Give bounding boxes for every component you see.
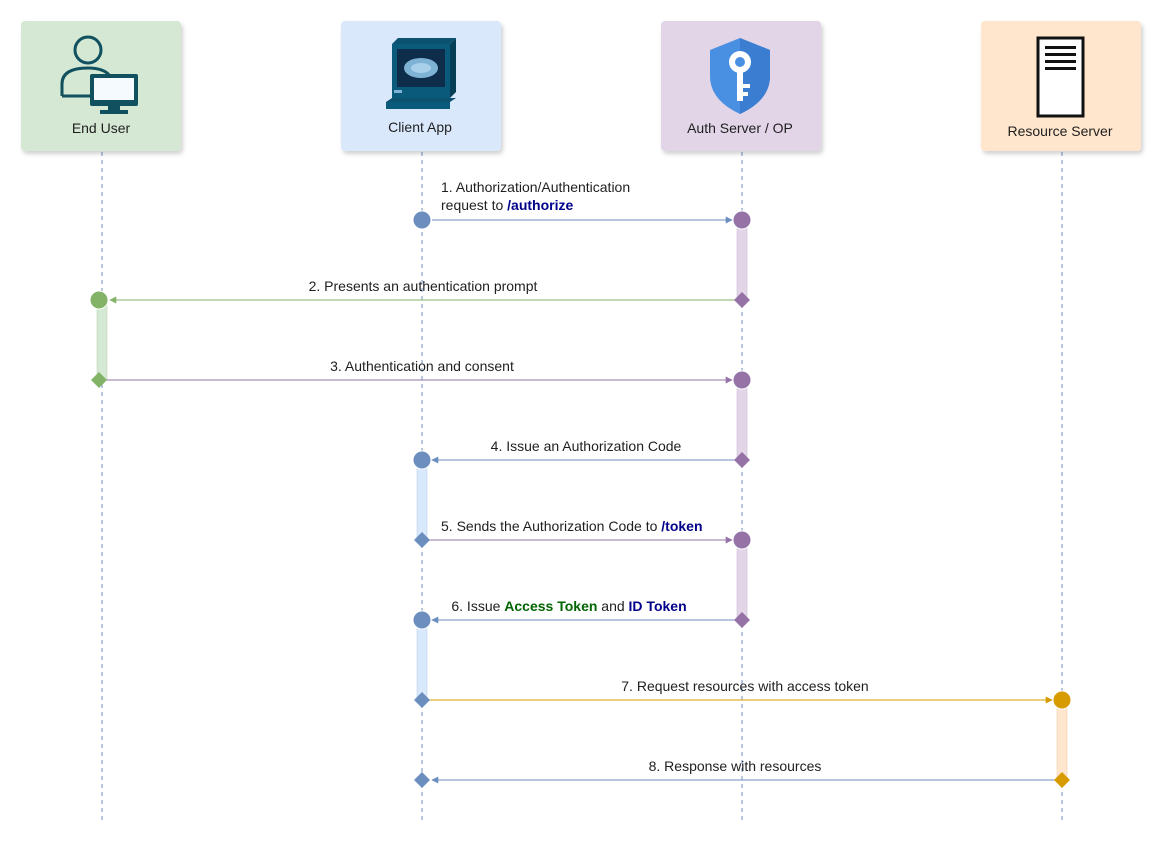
message-1-label: 1. Authorization/Authentication request t… [441,179,630,213]
computer-terminal-icon [386,38,456,109]
actor-label-resource-server: Resource Server [1007,123,1112,139]
message-highlight-text: /authorize [507,197,573,213]
lifelines [101,152,1063,822]
message-8-label: 8. Response with resources [649,758,822,774]
message-3-end-dot [732,370,752,390]
message-6-start-diamond [734,612,750,628]
activation-auth-2 [736,379,748,461]
message-4-end-dot [412,450,432,470]
actor-resource-server: Resource Server [981,21,1141,151]
message-1: 1. Authorization/Authentication request t… [412,179,752,230]
message-text: 1. Authorization/Authentication [441,179,630,195]
message-5-label: 5. Sends the Authorization Code to /toke… [441,518,703,534]
actor-client-app: Client App [341,21,501,151]
message-text: request to [441,197,507,213]
actor-label-client-app: Client App [388,119,452,135]
actor-end-user: End User [21,21,181,151]
message-7-end-dot [1052,690,1072,710]
actor-auth-server: Auth Server / OP [661,21,821,151]
message-text: 4. Issue an Authorization Code [491,438,682,454]
message-text: 3. Authentication and consent [330,358,514,374]
message-8-start-diamond [1054,772,1070,788]
message-7-start-diamond [414,692,430,708]
message-highlight-text: ID Token [629,598,687,614]
activation-resource-1 [1056,699,1068,781]
message-3-label: 3. Authentication and consent [330,358,514,374]
message-2: 2. Presents an authentication prompt [89,278,750,310]
message-text: 7. Request resources with access token [621,678,868,694]
message-text: 6. Issue [451,598,504,614]
activation-bars [96,219,1068,781]
message-7-label: 7. Request resources with access token [621,678,868,694]
message-6-end-dot [412,610,432,630]
actor-label-end-user: End User [72,120,131,136]
message-highlight-text: Access Token [504,598,597,614]
activation-auth-3 [736,539,748,621]
actor-label-auth-server: Auth Server / OP [687,120,793,136]
server-icon [1036,36,1085,118]
activation-user-1 [96,299,108,381]
activation-client-1 [416,459,428,541]
message-7: 7. Request resources with access token [414,678,1072,710]
message-text: 8. Response with resources [649,758,822,774]
message-2-label: 2. Presents an authentication prompt [309,278,538,294]
message-2-end-dot [89,290,109,310]
user-computer-icon [60,35,138,114]
activation-client-2 [416,619,428,701]
message-8: 8. Response with resources [414,758,1070,788]
message-5-end-dot [732,530,752,550]
message-5-start-diamond [414,532,430,548]
message-1-end-dot [732,210,752,230]
message-text: 2. Presents an authentication prompt [309,278,538,294]
message-5: 5. Sends the Authorization Code to /toke… [414,518,752,550]
message-3-start-diamond [91,372,107,388]
message-6: 6. Issue Access Token and ID Token [412,598,750,630]
message-3: 3. Authentication and consent [91,358,752,390]
message-2-start-diamond [734,292,750,308]
message-8-end-diamond [414,772,430,788]
activation-auth-1 [736,219,748,301]
message-text: and [597,598,628,614]
message-text: 5. Sends the Authorization Code to [441,518,661,534]
message-6-label: 6. Issue Access Token and ID Token [451,598,686,614]
message-4: 4. Issue an Authorization Code [412,438,750,470]
message-4-start-diamond [734,452,750,468]
message-4-label: 4. Issue an Authorization Code [491,438,682,454]
shield-key-icon [710,38,770,114]
message-1-start-dot [412,210,432,230]
message-highlight-text: /token [661,518,702,534]
